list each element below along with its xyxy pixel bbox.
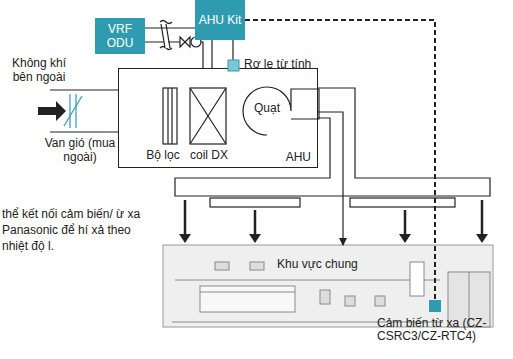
air-arrow [38, 101, 66, 121]
supply-arrowheads [179, 234, 488, 243]
ahu-kit: AHU Kit [195, 0, 245, 40]
node-label: Quạt [241, 101, 293, 115]
filter-coil [118, 68, 318, 168]
node-label: Khu vực chung [275, 257, 360, 271]
pipe-line [232, 40, 233, 68]
supply-duct [175, 88, 490, 207]
coil-label: coil DX [186, 148, 232, 162]
relay-box [228, 60, 239, 71]
supply-air-flow [318, 112, 343, 245]
relay-label: Rơ le từ tính [244, 57, 344, 71]
fan-circle: Quạt [241, 85, 293, 137]
node-label: VRF ODU [97, 22, 143, 50]
node-label: AHU [286, 150, 311, 164]
damper-label: Van gió (mua ngoài) [40, 136, 120, 164]
outdoor-unit: VRF ODU [95, 18, 145, 54]
side-note: thể kết nối cảm biến/ ừ xa Panasonic để … [2, 206, 152, 254]
common-area: Khu vực chungCảm biến từ xa (CZ-CSRC3/CZ… [163, 245, 493, 327]
air-label: Không khí bên ngoài [6, 56, 72, 84]
supply-arrows [185, 200, 482, 236]
filter-label: Bộ lọc [142, 148, 184, 162]
room-fill [163, 245, 493, 327]
remote-sensor: Cảm biến từ xa (CZ-CSRC3/CZ-RTC4) [429, 300, 441, 312]
node-label: Cảm biến từ xa (CZ-CSRC3/CZ-RTC4) [377, 317, 505, 343]
control-wire [245, 20, 435, 300]
node-label: AHU Kit [199, 13, 242, 27]
